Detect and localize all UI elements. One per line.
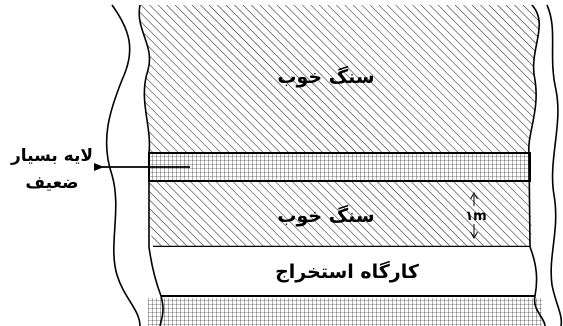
thickness-label: ۱m <box>465 209 486 224</box>
right-boundary-outer <box>546 4 563 326</box>
workshop-label: کارگاه استخراج <box>275 260 420 283</box>
right-boundary-inner <box>528 4 546 326</box>
weak-layer-label-line1: لایه بسیار <box>10 146 93 166</box>
mining-workshop <box>152 247 537 296</box>
middle-rock-layer <box>148 181 532 247</box>
upper-rock-layer <box>139 5 540 153</box>
middle-layer-label: سنگ خوب <box>277 204 374 227</box>
left-boundary-outer <box>105 4 141 326</box>
upper-layer-label: سنگ خوب <box>277 65 374 88</box>
weak-layer <box>148 152 531 182</box>
weak-layer-label-line2: ضعیف <box>25 173 78 193</box>
left-boundary-inner <box>138 4 164 326</box>
thickness-dimension <box>470 192 478 239</box>
lower-grid-layer <box>148 298 542 326</box>
